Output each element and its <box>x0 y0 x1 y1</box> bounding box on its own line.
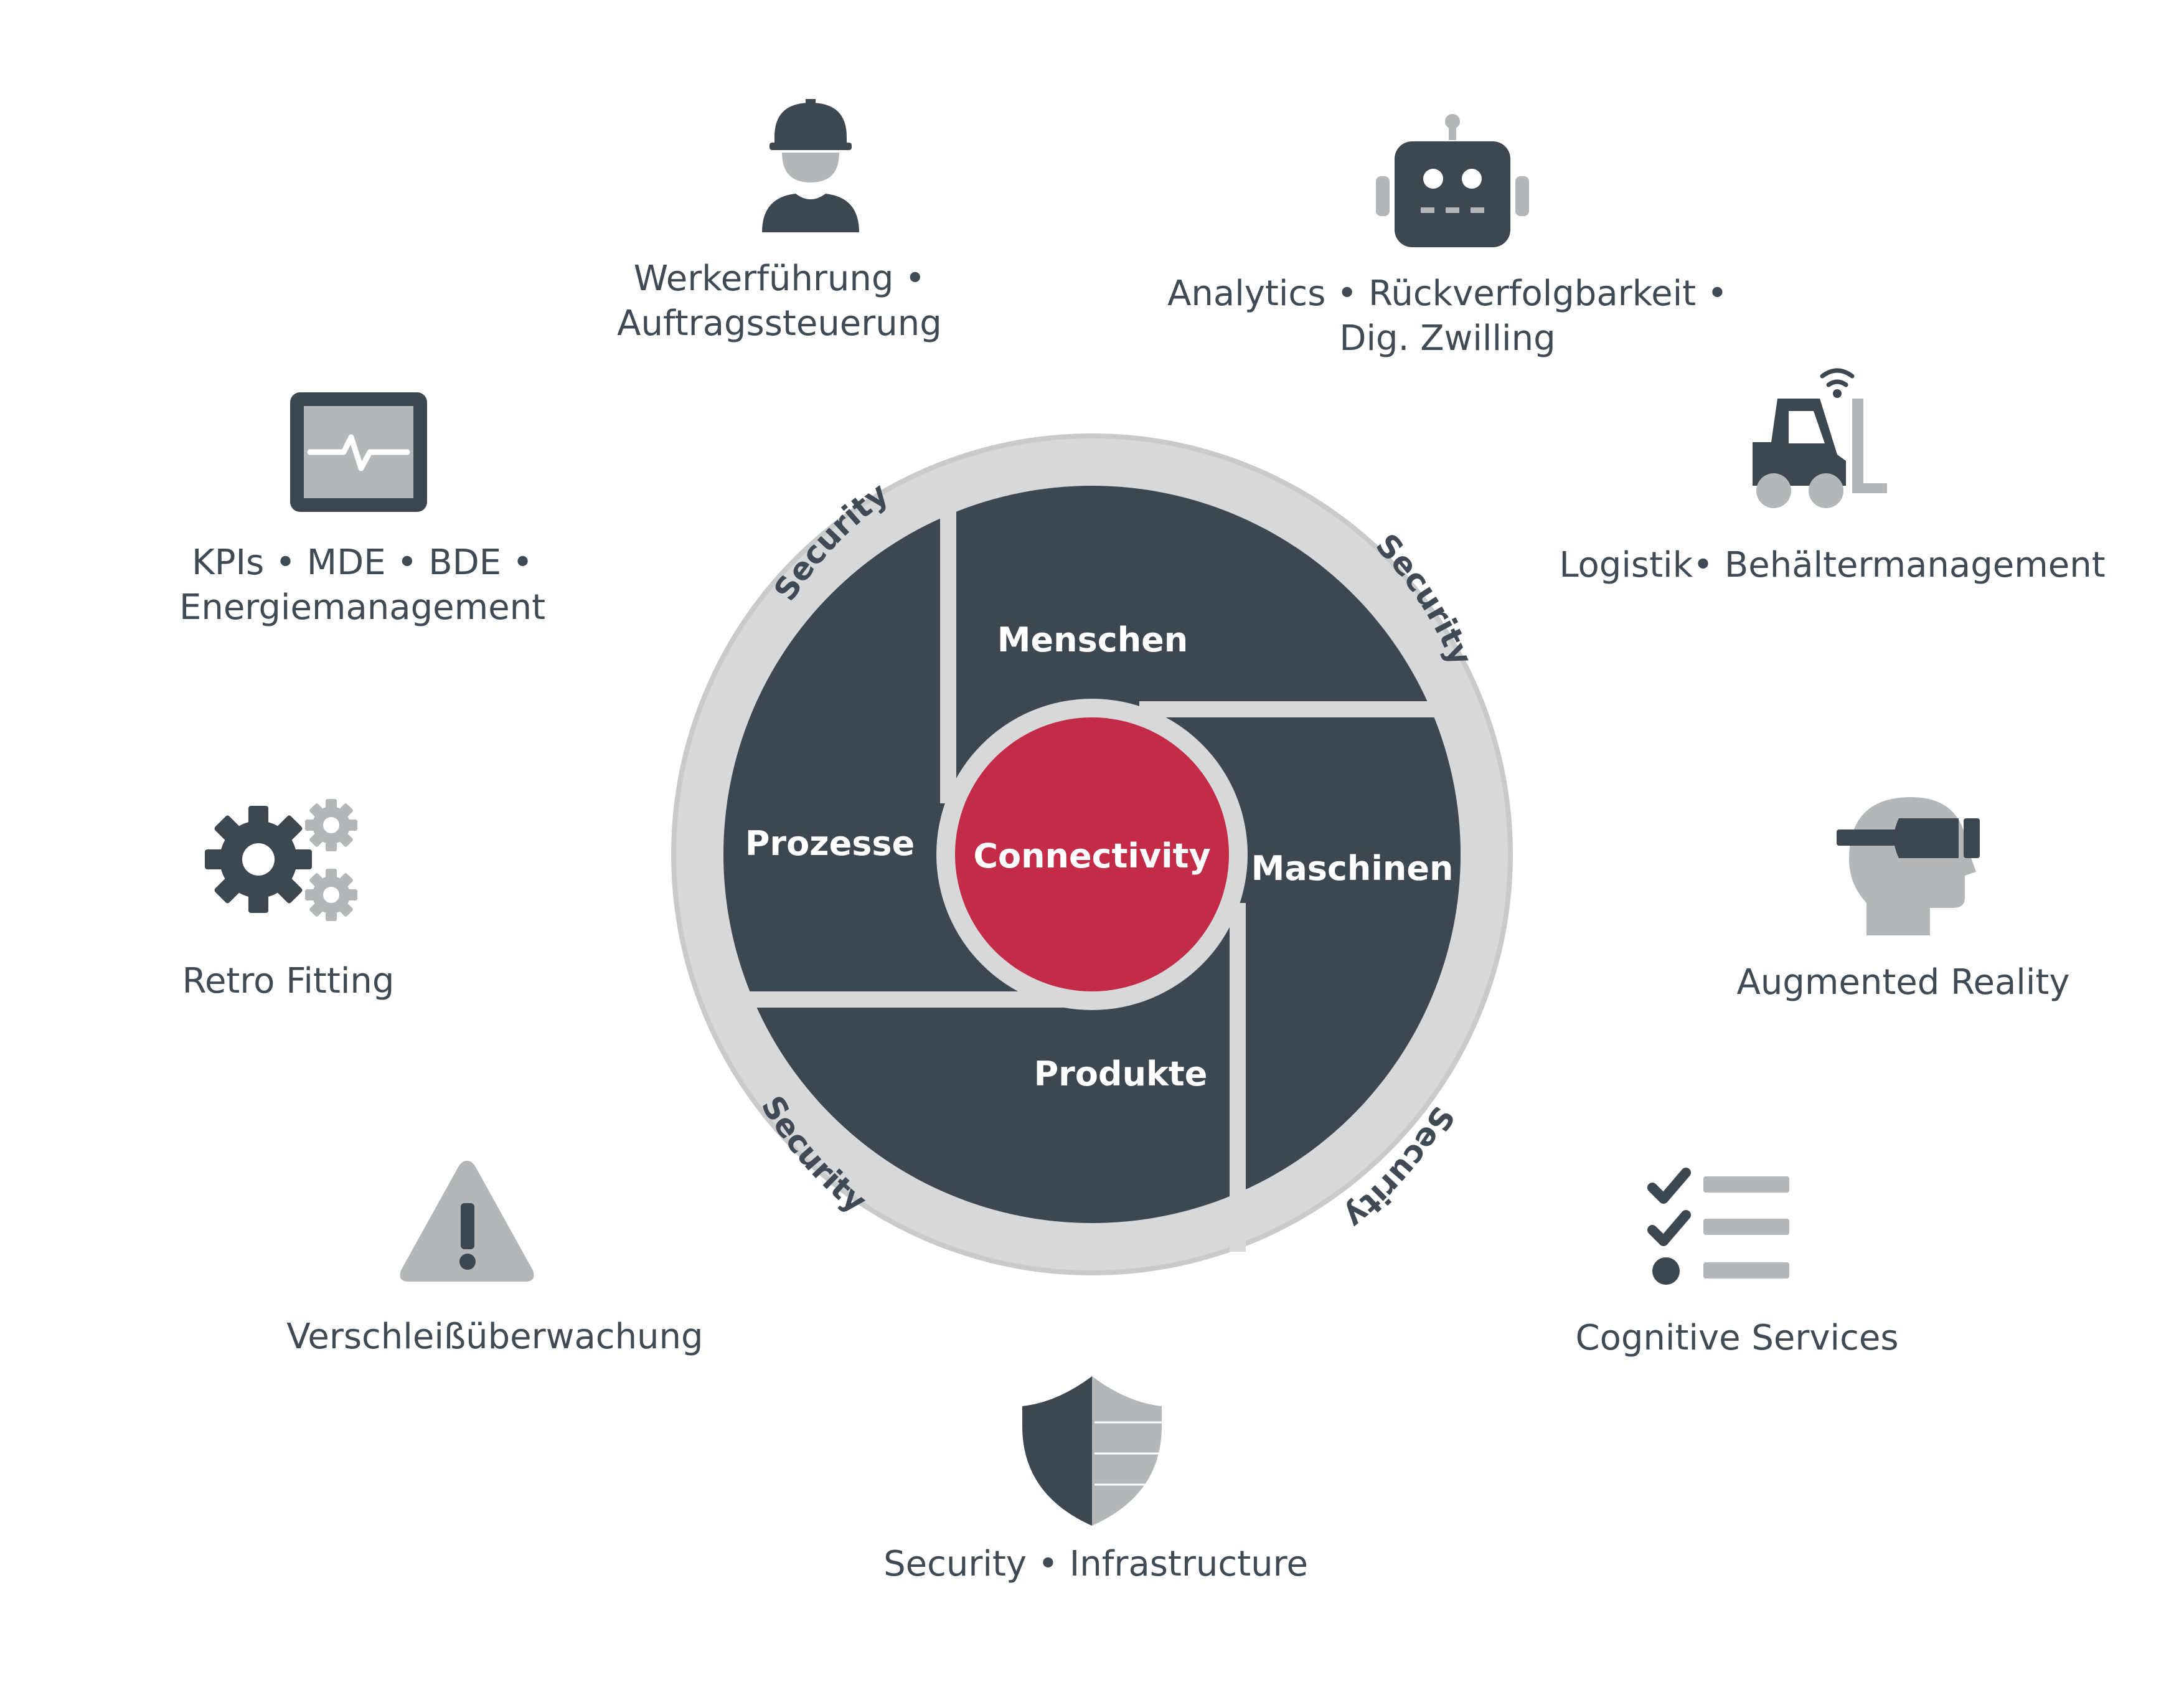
feature-label-kpis: KPIs • MDE • BDE • Energiemanagement <box>179 542 546 628</box>
center-label: Connectivity <box>973 836 1210 876</box>
segment-dividers <box>747 480 1469 1252</box>
shield-icon <box>1022 1376 1162 1526</box>
feature-label-logistics: Logistik• Behältermanagement <box>1559 545 2106 585</box>
center-core <box>955 717 1229 991</box>
forklift-icon <box>1753 368 1887 508</box>
segment-maschinen: Maschinen <box>1251 849 1454 888</box>
warning-icon <box>400 1161 534 1282</box>
feature-label-analytics: Analytics • Rückverfolgbarkeit • Dig. Zw… <box>1167 273 1728 359</box>
worker-helmet-icon <box>762 99 859 232</box>
monitor-pulse-icon <box>290 392 427 512</box>
feature-label-ar: Augmented Reality <box>1736 962 2070 1003</box>
gears-icon <box>205 799 357 921</box>
feature-label-cognitive: Cognitive Services <box>1575 1318 1899 1358</box>
feature-label-security: Security • Infrastructure <box>883 1544 1308 1584</box>
segment-menschen: Menschen <box>997 620 1188 659</box>
feature-label-worker: Werkerführung • Auftragssteuerung <box>617 258 942 344</box>
feature-label-wear: Verschleißüberwachung <box>286 1316 704 1357</box>
feature-label-retro: Retro Fitting <box>182 961 395 1001</box>
segment-produkte: Produkte <box>1034 1054 1208 1094</box>
checklist-icon <box>1647 1168 1789 1285</box>
segment-prozesse: Prozesse <box>745 824 915 863</box>
robot-icon <box>1376 114 1529 247</box>
vr-headset-icon <box>1837 797 1980 935</box>
